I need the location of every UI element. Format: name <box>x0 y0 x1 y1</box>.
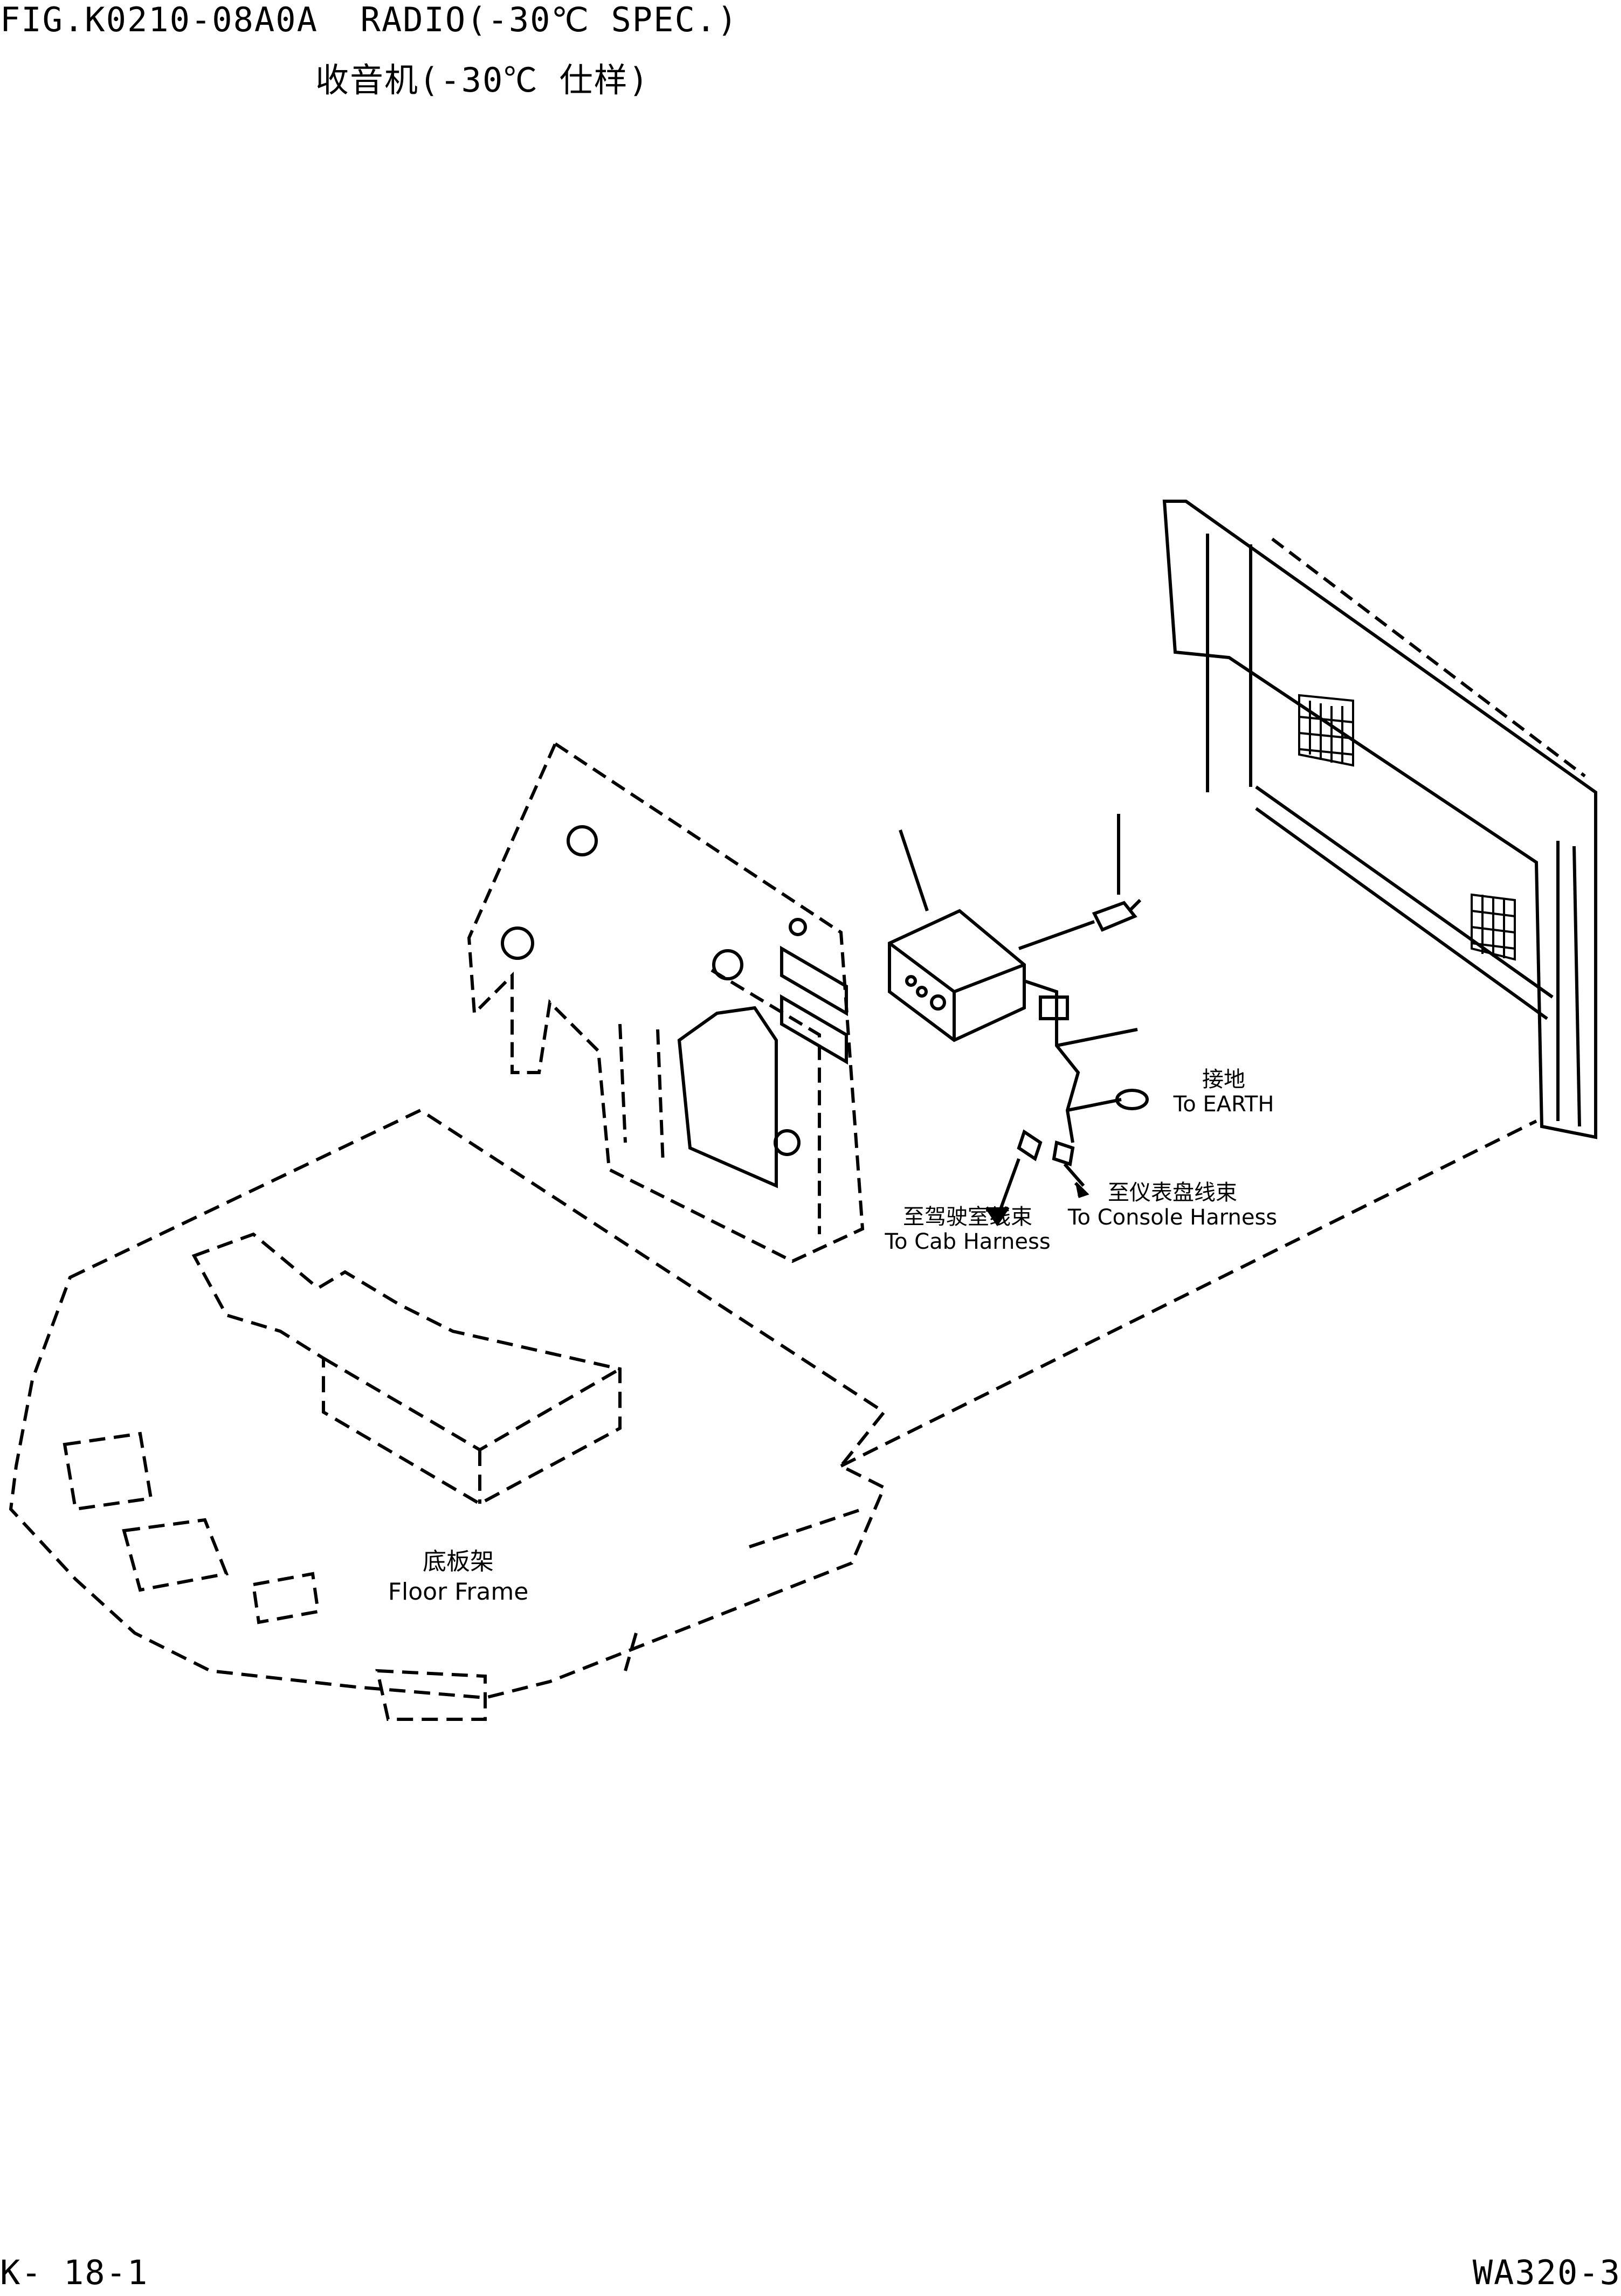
cab-harness-callout: 至驾驶室线束 To Cab Harness <box>863 1205 1073 1254</box>
cab-harness-label-cn: 至驾驶室线束 <box>903 1205 1032 1229</box>
console-panel-drawing <box>467 741 865 1263</box>
floor-frame-label-en: Floor Frame <box>388 1578 529 1606</box>
floor-frame-drawing <box>9 1108 1537 1721</box>
page-number: K- 18-1 <box>0 2253 149 2292</box>
console-harness-callout: 至仪表盘线束 To Console Harness <box>1057 1180 1288 1230</box>
console-harness-label-cn: 至仪表盘线束 <box>1108 1180 1237 1205</box>
window-frame-drawing <box>1162 500 1597 1139</box>
earth-callout: 接地 To EARTH <box>1143 1067 1305 1117</box>
floor-frame-callout: 底板架 Floor Frame <box>367 1547 550 1607</box>
model-code: WA320-3 <box>1472 2253 1621 2292</box>
figure-title: FIG.K0210-08A0A RADIO(-30℃ SPEC.) <box>0 0 739 39</box>
earth-label-en: To EARTH <box>1173 1092 1274 1117</box>
earth-label-cn: 接地 <box>1202 1067 1245 1092</box>
radio-unit-drawing <box>888 814 1149 1227</box>
figure-subtitle: 收音机(-30℃ 仕样) <box>315 60 650 100</box>
console-harness-label-en: To Console Harness <box>1067 1205 1278 1230</box>
cab-harness-label-en: To Cab Harness <box>885 1229 1051 1254</box>
floor-frame-label-cn: 底板架 <box>423 1548 494 1575</box>
